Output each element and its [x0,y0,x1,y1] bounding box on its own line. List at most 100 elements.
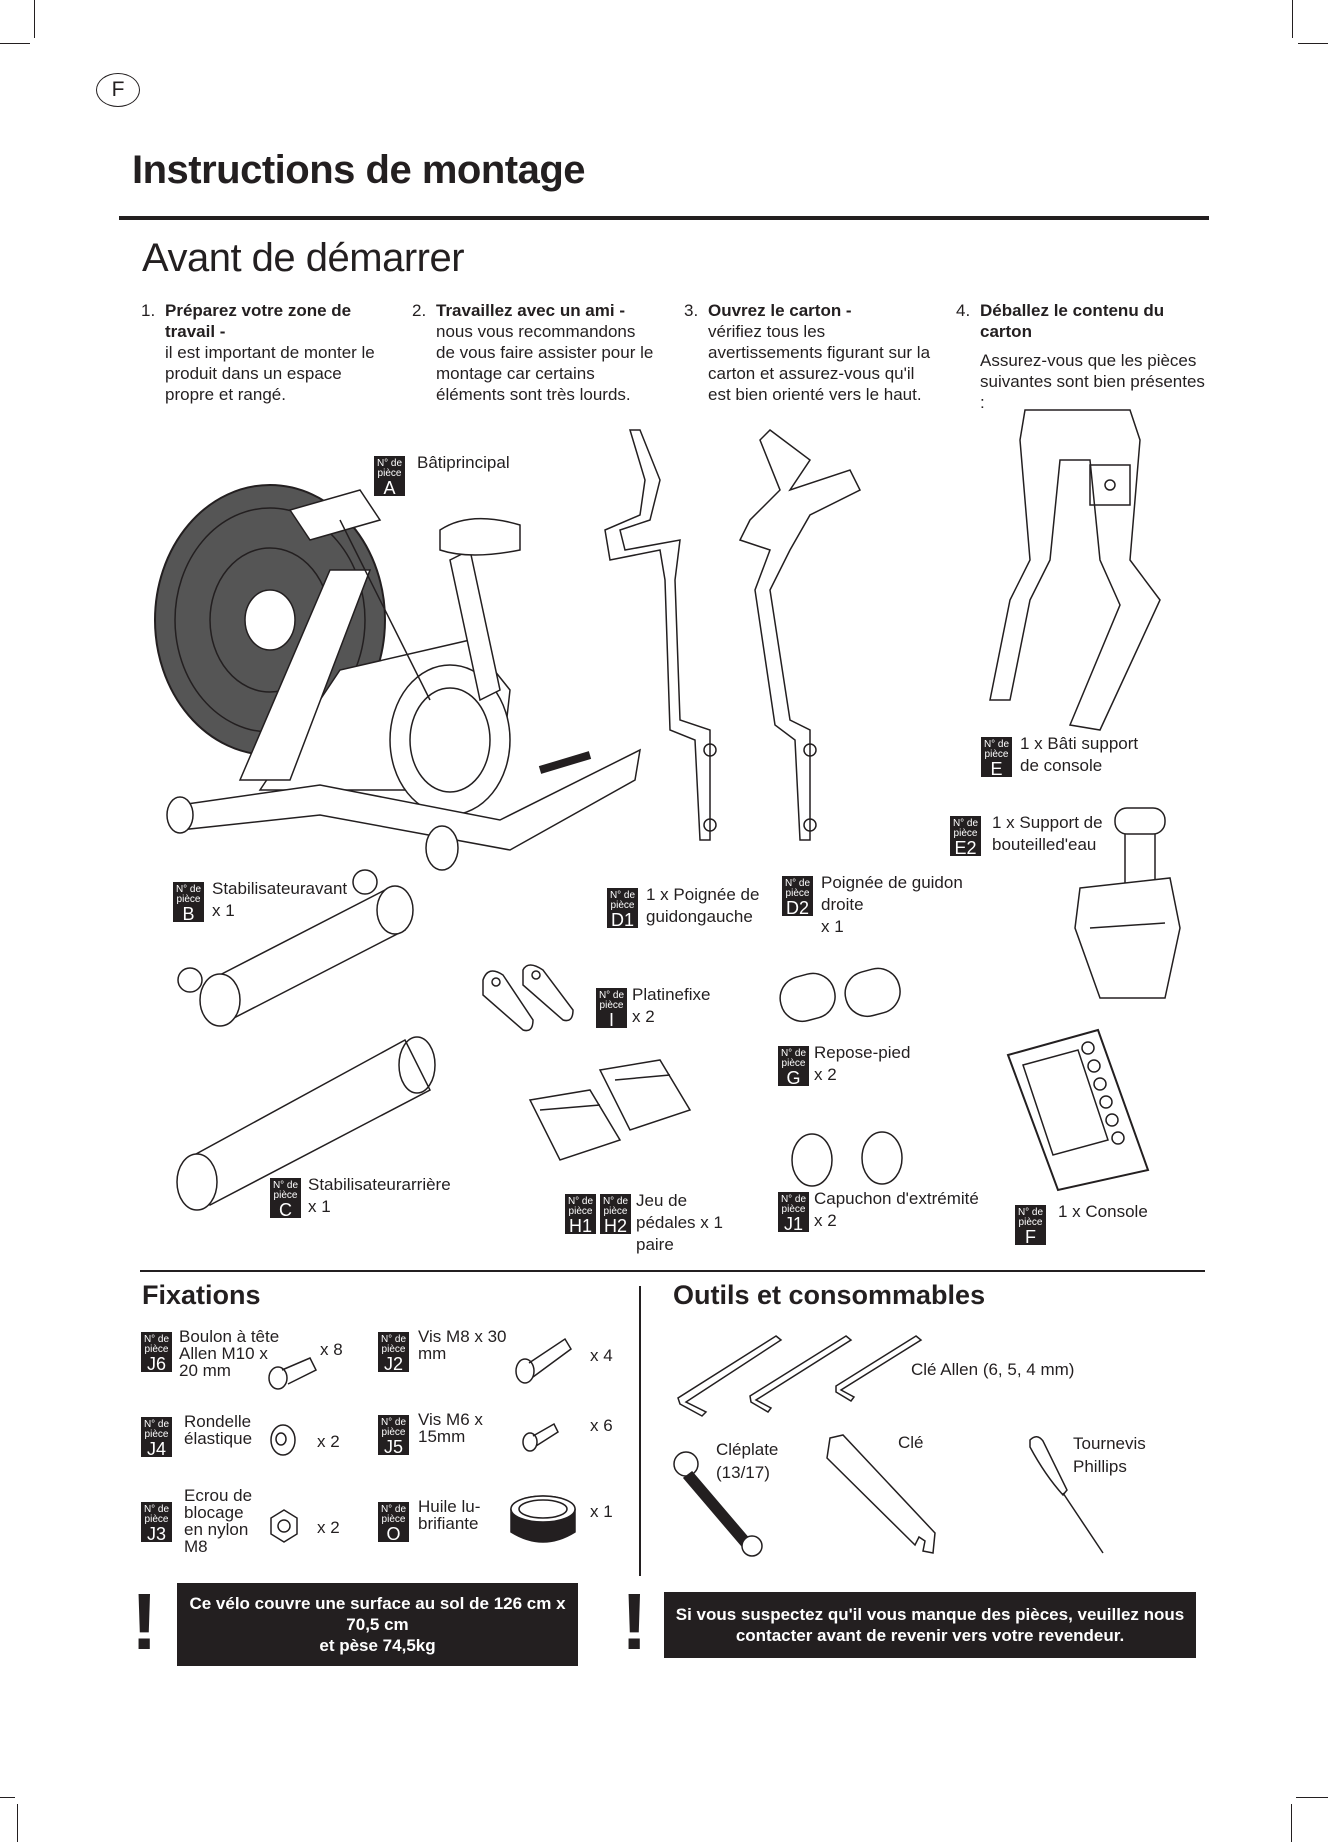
grease-tub-icon [510,1495,576,1543]
page-title: Instructions de montage [132,148,586,192]
front-stabilizer-illustration [177,869,414,1027]
crop-mark [1298,43,1328,44]
step-heading: Préparez votre zone de travail - [165,301,352,341]
warning-exclamation-icon: ! [131,1577,158,1666]
crop-mark [1296,1797,1328,1798]
crop-mark [17,1804,18,1842]
foot-rest-illustration [779,967,901,1023]
fixation-qty-o: x 1 [590,1502,613,1521]
step-body: il est important de monter le produit da… [165,343,375,404]
fixations-title: Fixations [142,1280,261,1310]
fixation-label-j4: Rondelle élastique [184,1412,253,1448]
step-body: nous vous recommandons de vous faire ass… [436,322,654,404]
section-title-before-start: Avant de démarrer [142,236,465,280]
language-badge: F [96,73,140,107]
floor-space-warning: Ce vélo couvre une surface au sol de 126… [177,1583,578,1666]
spring-washer-icon [270,1424,296,1456]
step-1: 1. Préparez votre zone de travail - il e… [141,300,395,405]
nylon-nut-icon [270,1509,298,1543]
fixation-qty-j2: x 4 [590,1346,613,1365]
section-divider [140,1270,1205,1272]
step-body: vérifiez tous les avertissements figuran… [708,322,931,404]
pedals-illustration [528,1059,692,1161]
fixation-label-j6: Boulon à tête Allen M10 x 20 mm [179,1327,280,1380]
screw-m6-icon [522,1422,559,1452]
fixation-label-o: Huile lu-brifiante [418,1497,481,1533]
fixed-plate-illustration [482,964,574,1032]
crop-mark [0,43,30,44]
screw-m8-icon [515,1337,572,1384]
tool-label-wrench: Clé [898,1433,924,1452]
fixation-label-j3: Ecrou de blocage en nylon M8 [184,1486,253,1556]
allen-keys-icon [677,1335,923,1417]
part-label-e2: 1 x Support de bouteilled'eau [992,813,1103,854]
step-heading: Travaillez avec un ami - [436,301,625,320]
title-divider [119,216,1209,220]
tools-title: Outils et consommables [673,1280,986,1310]
console-support-illustration [989,409,1161,731]
console-illustration [1006,1028,1150,1192]
allen-bolt-icon [268,1357,318,1390]
column-divider [639,1286,641,1576]
crop-mark [1292,0,1293,38]
step-number: 1. [141,301,156,320]
part-label-a: Bâtiprincipal [417,453,510,472]
phillips-screwdriver-icon [1029,1436,1104,1554]
part-label-d1: 1 x Poignée de guidongauche [646,885,760,926]
step-4: 4. Déballez le contenu du carton Assurez… [956,300,1205,413]
crop-mark [1291,1804,1292,1842]
step-body: Assurez-vous que les pièces suivantes so… [980,351,1205,412]
tool-label-allen-key: Clé Allen (6, 5, 4 mm) [911,1360,1075,1379]
step-heading: Ouvrez le carton - [708,301,852,320]
fixation-qty-j6: x 8 [320,1340,343,1359]
tool-label-screwdriver: Tournevis Phillips [1073,1434,1146,1476]
warning-exclamation-icon: ! [621,1577,648,1666]
end-cap-illustration [791,1131,903,1187]
step-3: 3. Ouvrez le carton - vérifiez tous les … [684,300,933,405]
fixation-label-j5: Vis M6 x 15mm [418,1410,483,1446]
fixation-qty-j4: x 2 [317,1432,340,1451]
rear-stabilizer-illustration [176,1036,436,1211]
crop-mark [34,0,35,38]
step-number: 4. [956,301,971,320]
right-handlebar-illustration [738,429,862,841]
fixation-qty-j3: x 2 [317,1518,340,1537]
pedal-wrench-icon [826,1434,936,1554]
fixation-label-j2: Vis M8 x 30 mm [418,1327,507,1363]
step-2: 2. Travaillez avec un ami - nous vous re… [412,300,656,405]
tool-label-flat-wrench: Cléplate (13/17) [716,1440,779,1482]
part-label-h: Jeu de pédales x 1 paire [636,1191,723,1254]
step-number: 3. [684,301,699,320]
bike-main-frame-illustration [154,484,641,871]
crop-mark [0,1797,15,1798]
bottle-holder-illustration [1074,807,1181,999]
left-handlebar-illustration [604,429,717,841]
fixation-qty-j5: x 6 [590,1416,613,1435]
missing-parts-warning: Si vous suspectez qu'il vous manque des … [664,1592,1196,1658]
part-label-f: 1 x Console [1058,1202,1148,1221]
